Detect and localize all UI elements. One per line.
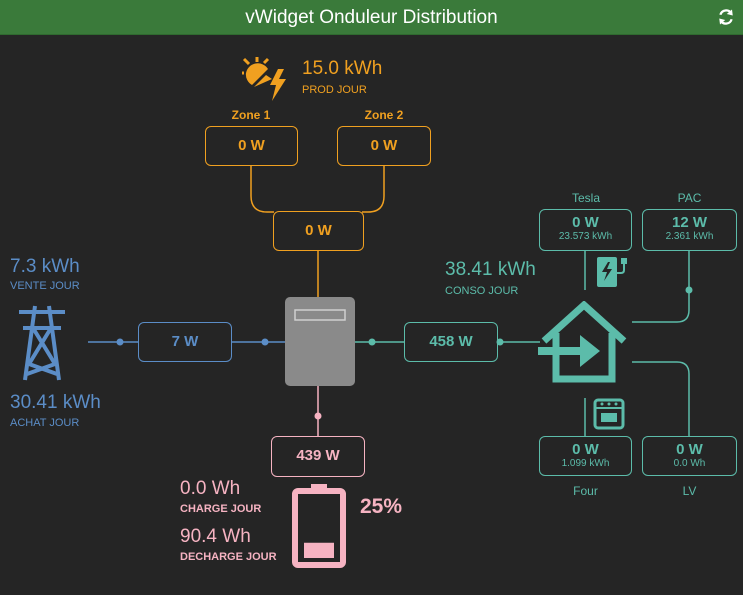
four-box: 0 W 1.099 kWh — [539, 436, 632, 476]
battery-charge-label: CHARGE JOUR — [180, 503, 262, 515]
battery-soc: 25% — [360, 495, 403, 518]
home-flow-box: 458 W — [404, 322, 498, 362]
tesla-label: Tesla — [571, 191, 600, 205]
solar-sun-icon — [242, 57, 286, 101]
lv-power: 0 W — [676, 441, 703, 458]
tesla-energy: 23.573 kWh — [558, 231, 613, 242]
grid-flow-value: 7 W — [171, 333, 199, 350]
battery-icon — [292, 484, 346, 568]
battery-charge-value: 0.0 Wh — [180, 478, 241, 499]
solar-total-label: PROD JOUR — [302, 84, 367, 96]
line-zone2 — [362, 166, 385, 213]
line-pac — [632, 251, 690, 323]
battery-flow-box: 439 W — [271, 436, 365, 477]
home-total: 38.41 kWh — [445, 259, 536, 280]
pac-box: 12 W 2.361 kWh — [642, 209, 737, 251]
zone1-box: 0 W — [205, 126, 298, 166]
inverter-icon — [285, 297, 355, 386]
lv-box: 0 W 0.0 Wh — [642, 436, 737, 476]
line-zone1 — [250, 166, 274, 213]
home-total-label: CONSO JOUR — [445, 285, 519, 297]
zone2-box: 0 W — [337, 126, 431, 166]
pac-power: 12 W — [671, 214, 707, 231]
zone1-value: 0 W — [238, 137, 265, 154]
zone2-value: 0 W — [370, 137, 398, 154]
lv-label: LV — [682, 484, 697, 498]
battery-discharge-value: 90.4 Wh — [180, 526, 251, 547]
lv-energy: 0.0 Wh — [673, 458, 706, 469]
four-label: Four — [573, 484, 598, 498]
grid-buy-label: ACHAT JOUR — [10, 417, 80, 429]
grid-sell-label: VENTE JOUR — [10, 280, 80, 292]
four-power: 0 W — [572, 441, 599, 458]
battery-flow-value: 439 W — [296, 447, 340, 464]
refresh-icon[interactable] — [717, 8, 735, 26]
tesla-box: 0 W 23.573 kWh — [539, 209, 632, 251]
battery-discharge-label: DECHARGE JOUR — [180, 551, 277, 563]
pac-energy: 2.361 kWh — [665, 231, 714, 242]
four-energy: 1.099 kWh — [561, 458, 610, 469]
tesla-power: 0 W — [572, 214, 599, 231]
battery-level-fill — [304, 542, 334, 558]
home-flow-value: 458 W — [429, 333, 473, 350]
oven-icon — [593, 398, 625, 430]
grid-flow-box: 7 W — [138, 322, 232, 362]
line-lv — [632, 361, 690, 436]
grid-buy-value: 30.41 kWh — [10, 392, 101, 413]
home-import-icon — [538, 301, 627, 383]
title-bar: vWidget Onduleur Distribution — [0, 0, 743, 35]
widget-title: vWidget Onduleur Distribution — [245, 7, 498, 28]
solar-combined-box: 0 W — [273, 211, 364, 251]
solar-combined-value: 0 W — [305, 222, 332, 239]
zone1-label: Zone 1 — [231, 108, 271, 122]
pac-label: PAC — [677, 191, 702, 205]
ev-charger-icon — [597, 257, 627, 287]
power-pylon-icon — [19, 305, 65, 381]
solar-total: 15.0 kWh — [302, 58, 383, 79]
zone2-label: Zone 2 — [364, 108, 404, 122]
grid-sell-value: 7.3 kWh — [10, 256, 80, 277]
